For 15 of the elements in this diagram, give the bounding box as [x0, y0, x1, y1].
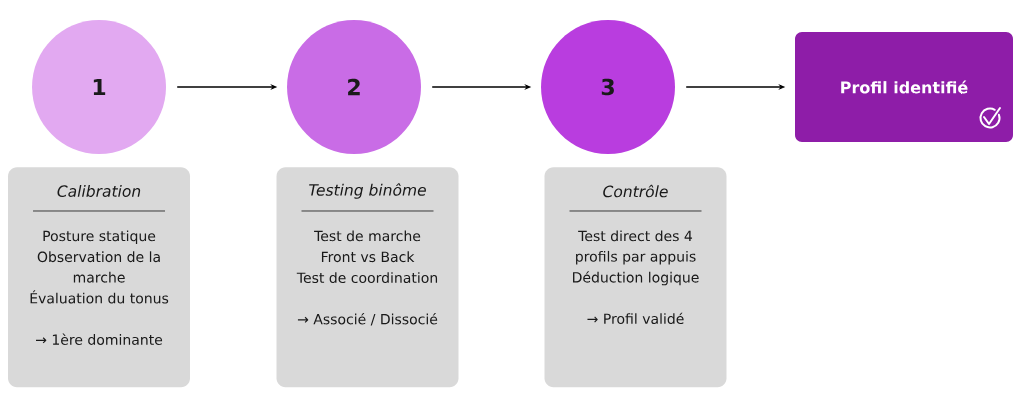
- card-text: Observation de la marche: [37, 251, 160, 283]
- result-box: Profil identifié: [795, 32, 1013, 142]
- card-text: Front vs Back: [321, 251, 415, 263]
- card-text: Évaluation du tonus: [30, 290, 169, 304]
- card-text: → Profil validé: [587, 312, 684, 325]
- card-text: → 1ère dominante: [36, 333, 163, 345]
- card-text: Test direct des 4 profils par appuis: [576, 230, 696, 265]
- card-text: Posture statique: [43, 230, 156, 244]
- card-title: Calibration: [57, 185, 141, 197]
- card-text: Test de coordination: [296, 272, 438, 284]
- card-text: Déduction logique: [573, 271, 699, 286]
- card-title: Contrôle: [603, 184, 668, 198]
- card-text: Test de marche: [314, 230, 421, 242]
- card-text: → Associé / Dissocié: [297, 313, 438, 326]
- card-title: Testing binôme: [309, 183, 426, 199]
